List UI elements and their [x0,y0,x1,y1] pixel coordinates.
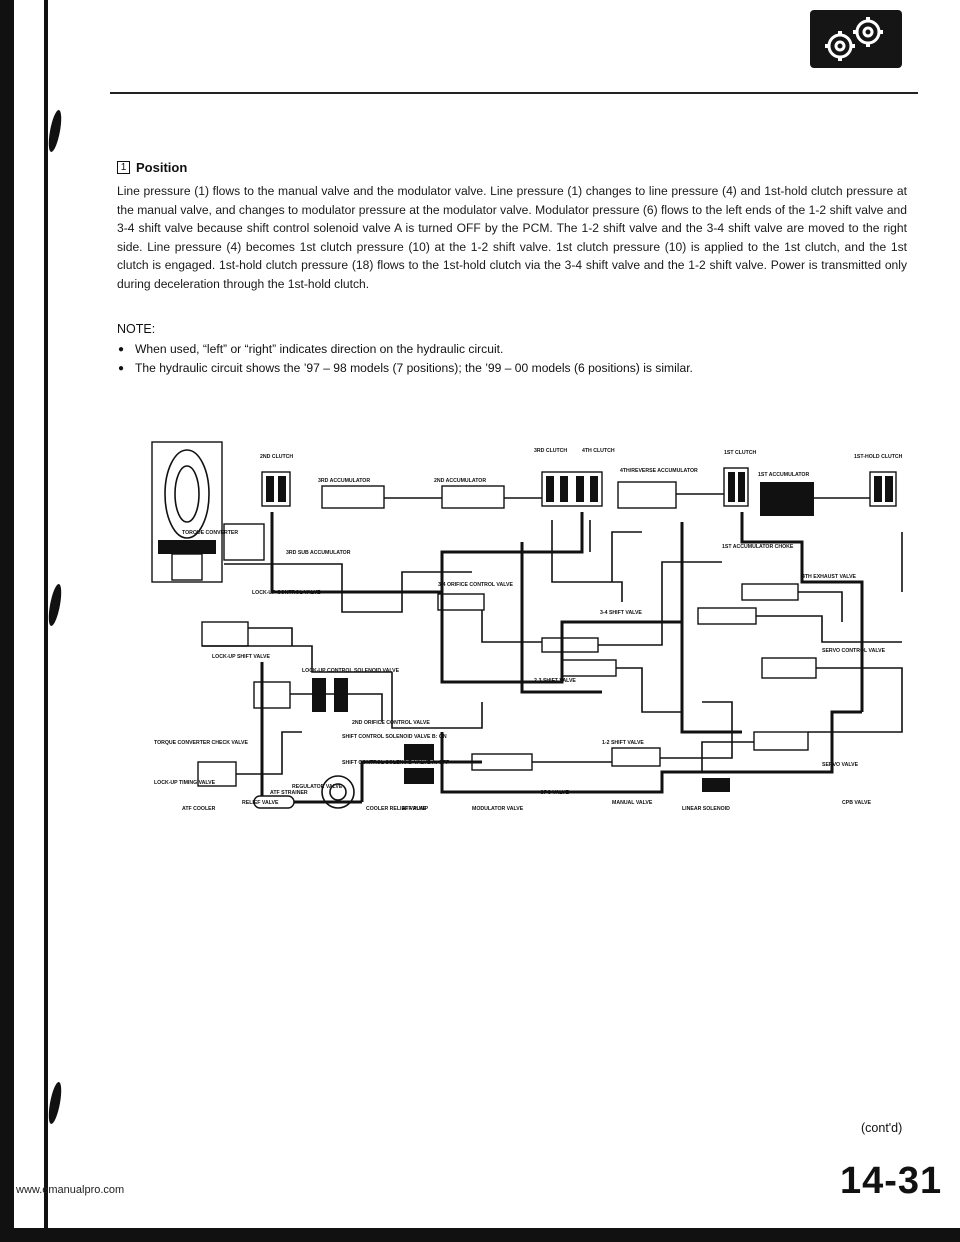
continued-marker: (cont'd) [861,1121,903,1135]
solenoid-valves [312,678,730,792]
torque-converter-symbol [151,441,223,583]
label-lockup-shift-valve: LOCK-UP SHIFT VALVE [212,654,270,660]
label-lockup-control-valve: LOCK-UP CONTROL VALVE [252,590,321,596]
atf-strainer-symbol [253,795,295,809]
label-3rd-clutch: 3RD CLUTCH [534,448,567,454]
label-2-3-shift-valve: 2-3 SHIFT VALVE [534,678,576,684]
atf-pump-symbol [321,775,355,809]
section-heading-label: Position [136,160,188,175]
label-servo-valve: SERVO VALVE [822,762,859,768]
footer-band [0,1228,960,1242]
note-item: The hydraulic circuit shows the ’97 – 98… [117,359,907,378]
label-servo-control-valve: SERVO CONTROL VALVE [822,648,886,654]
body-paragraph: Line pressure (1) flows to the manual va… [117,184,907,291]
label-1st-clutch: 1ST CLUTCH [724,450,757,456]
fluid-lines-main [260,512,864,804]
label-1st-accumulator: 1ST ACCUMULATOR [758,472,809,478]
label-1st-accumulator-choke: 1ST ACCUMULATOR CHOKE [722,544,794,550]
label-lockup-timing-valve: LOCK-UP TIMING VALVE [154,780,216,786]
label-1st-hold-clutch: 1ST-HOLD CLUTCH [854,454,903,460]
label-4th-exhaust-valve: 4TH EXHAUST VALVE [802,574,857,580]
label-relief-valve: RELIEF VALVE [242,800,279,806]
label-4th-reverse-accumulator: 4TH/REVERSE ACCUMULATOR [620,468,698,474]
note-item: When used, “left” or “right” indicates d… [117,340,907,359]
position-symbol: 1 [117,161,130,174]
binding-bar [0,0,14,1242]
header-rule [110,92,918,94]
label-atf-pump: ATF PUMP [402,806,429,812]
label-4th-clutch: 4TH CLUTCH [582,448,615,454]
label-3-4-shift-valve: 3-4 SHIFT VALVE [600,610,642,616]
label-shift-solenoid-a: SHIFT CONTROL SOLENOID VALVE A: OFF [342,760,449,766]
label-2nd-accumulator: 2ND ACCUMULATOR [434,478,486,484]
note-title: NOTE: [117,322,156,336]
label-2nd-orifice-control-valve: 2ND ORIFICE CONTROL VALVE [352,720,430,726]
label-torque-converter-check-valve: TORQUE CONVERTER CHECK VALVE [154,740,248,746]
clutch-1st-symbol [723,467,749,507]
hole-punch-mark [46,584,64,626]
fluid-lines-secondary [202,493,903,775]
note-list: When used, “left” or “right” indicates d… [117,340,907,378]
label-linear-solenoid: LINEAR SOLENOID [682,806,730,812]
label-shift-solenoid-b: SHIFT CONTROL SOLENOID VALVE B: ON [342,734,447,740]
label-cpc-valve: CPC VALVE [540,790,569,796]
margin-rule [44,0,48,1242]
accumulator-4th-reverse [617,481,677,509]
diagram-labels: 2ND CLUTCH 3RD ACCUMULATOR 2ND ACCUMULAT… [154,448,903,812]
transmission-gears-icon [810,10,902,68]
label-regulator-valve: REGULATOR VALVE [292,784,343,790]
section-heading: 1 Position [117,160,187,175]
label-atf-cooler: ATF COOLER [182,806,216,812]
label-cpb-valve: CPB VALVE [842,800,871,806]
label-manual-valve: MANUAL VALVE [612,800,653,806]
accumulator-3rd [321,485,385,509]
accumulator-2nd [441,485,505,509]
valve-bodies [197,523,817,787]
label-cooler-relief-valve: COOLER RELIEF VALVE [366,806,427,812]
accumulator-1st [760,482,814,516]
binding-margin [0,0,48,1242]
label-2nd-clutch: 2ND CLUTCH [260,454,293,460]
label-3rd-accumulator: 3RD ACCUMULATOR [318,478,370,484]
label-lockup-control-solenoid: LOCK-UP CONTROL SOLENOID VALVE [302,668,400,674]
hole-punch-mark [46,110,64,152]
hole-punch-mark [46,1082,64,1124]
label-atf-strainer: ATF STRAINER [270,790,308,796]
hydraulic-circuit-diagram: .w{fill:none;stroke:#111;stroke-width:1.… [151,441,903,812]
clutch-2nd-symbol [261,471,291,507]
label-torque-converter: TORQUE CONVERTER [182,530,238,536]
clutch-1st-hold-symbol [869,471,897,507]
source-url: www.emanualpro.com [16,1184,125,1196]
label-3-4-orifice-control-valve: 3-4 ORIFICE CONTROL VALVE [438,582,513,588]
page-number: 14-31 [840,1160,943,1202]
label-1-2-shift-valve: 1-2 SHIFT VALVE [602,740,644,746]
label-modulator-valve: MODULATOR VALVE [472,806,524,812]
label-3rd-sub-accumulator: 3RD SUB ACCUMULATOR [286,550,351,556]
clutch-3rd-4th-symbol [541,471,603,507]
